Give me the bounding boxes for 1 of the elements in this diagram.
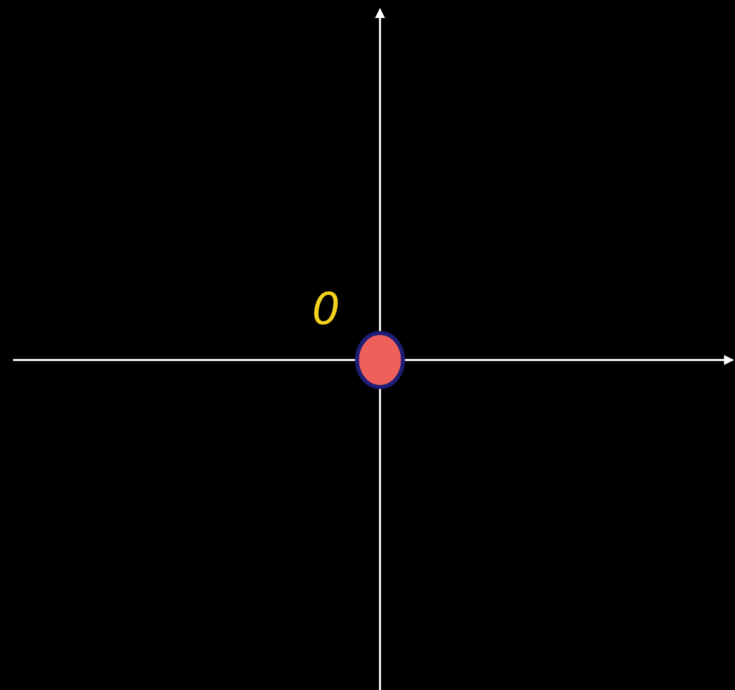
origin-label: 0 bbox=[312, 284, 340, 336]
